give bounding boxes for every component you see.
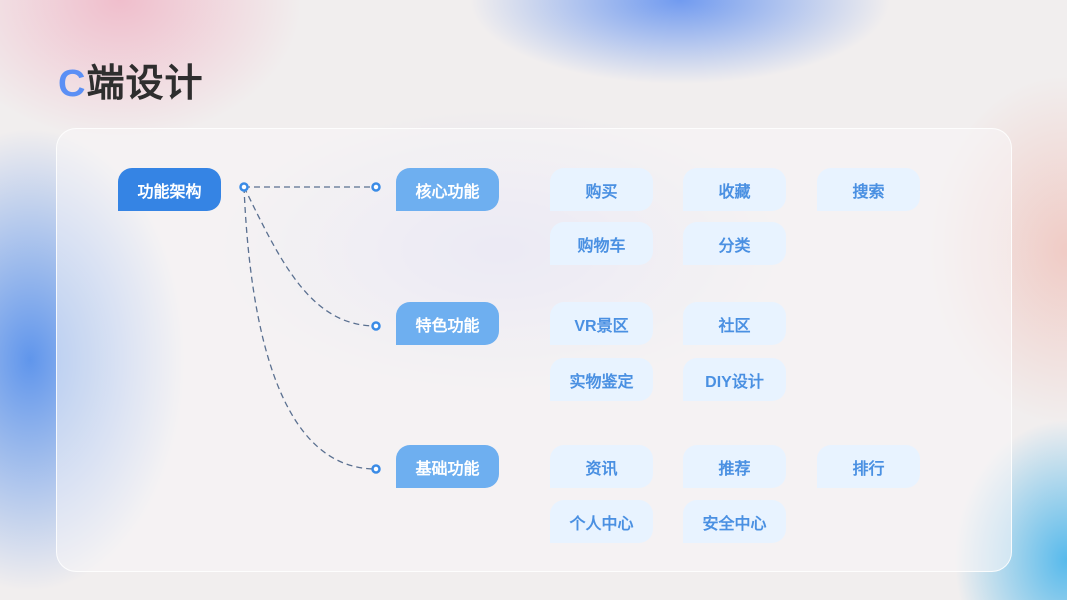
link-special — [243, 186, 377, 327]
feature-chip: 分类 — [683, 222, 786, 265]
feature-chip: 排行 — [817, 445, 920, 488]
category-core: 核心功能 — [396, 168, 499, 211]
feature-chip: 推荐 — [683, 445, 786, 488]
core-dot-icon — [371, 182, 381, 192]
feature-chip: 实物鉴定 — [550, 358, 653, 401]
root-dot-icon — [239, 182, 249, 192]
basic-dot-icon — [371, 464, 381, 474]
category-basic: 基础功能 — [396, 445, 499, 488]
title-prefix: C — [58, 63, 87, 105]
feature-chip: 购买 — [550, 168, 653, 211]
category-special: 特色功能 — [396, 302, 499, 345]
feature-chip: 安全中心 — [683, 500, 786, 543]
feature-chip: 搜索 — [817, 168, 920, 211]
feature-chip: 社区 — [683, 302, 786, 345]
link-basic — [243, 186, 377, 470]
feature-chip: 个人中心 — [550, 500, 653, 543]
feature-chip: VR景区 — [550, 302, 653, 345]
feature-chip: DIY设计 — [683, 358, 786, 401]
page-title: C端设计 — [58, 52, 203, 107]
feature-chip: 购物车 — [550, 222, 653, 265]
feature-chip: 资讯 — [550, 445, 653, 488]
feature-chip: 收藏 — [683, 168, 786, 211]
root-node: 功能架构 — [118, 168, 221, 211]
special-dot-icon — [371, 321, 381, 331]
title-text: 端设计 — [86, 63, 204, 105]
